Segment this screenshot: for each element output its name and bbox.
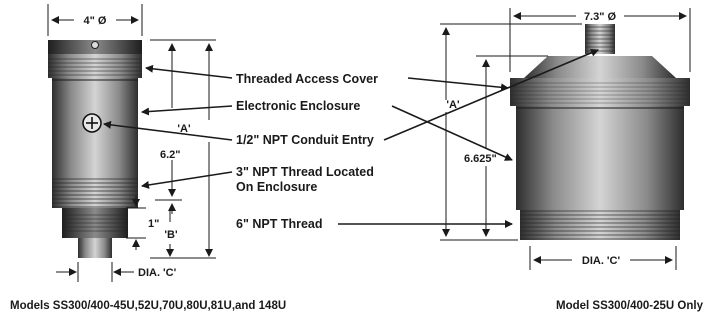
left-height-a-dim: 'A' bbox=[155, 39, 191, 201]
right-caption: Model SS300/400-25U Only bbox=[556, 300, 704, 312]
left-diameter-dim: 4" Ø bbox=[47, 4, 143, 36]
callout-threaded-access-cover: Threaded Access Cover bbox=[145, 64, 509, 92]
left-diameter-label: 4" Ø bbox=[84, 15, 107, 27]
left-sensor-body bbox=[48, 40, 142, 258]
callout-electronic-enclosure: Electronic Enclosure bbox=[141, 99, 513, 161]
left-caption: Models SS300/400-45U,52U,70U,80U,81U,and… bbox=[10, 300, 286, 312]
callout-threaded-access-cover-label: Threaded Access Cover bbox=[236, 72, 378, 86]
conduit-entry-icon bbox=[82, 113, 102, 133]
right-overall-height-label: 6.625" bbox=[464, 153, 497, 165]
left-overall-height-label: 6.2" bbox=[160, 149, 181, 161]
right-dia-c-dim: DIA. 'C' bbox=[529, 246, 677, 270]
left-dia-c-dim: DIA. 'C' bbox=[56, 262, 177, 282]
left-thread-length-dim: 1" 'B' bbox=[126, 196, 178, 257]
right-sensor-body bbox=[510, 24, 690, 240]
right-height-a-label: 'A' bbox=[446, 99, 460, 111]
callout-3in-npt-line2: On Enclosure bbox=[236, 180, 317, 194]
right-diameter-label: 7.3" Ø bbox=[584, 11, 617, 23]
callout-electronic-enclosure-label: Electronic Enclosure bbox=[236, 99, 360, 113]
right-overall-height-dim: 'A' bbox=[440, 23, 582, 241]
right-mid-height-dim: 6.625" bbox=[464, 55, 548, 237]
left-height-a-label: 'A' bbox=[177, 123, 191, 135]
callout-3in-npt-thread: 3" NPT Thread Located On Enclosure bbox=[141, 165, 374, 194]
callout-6in-npt-label: 6" NPT Thread bbox=[236, 217, 323, 231]
right-diameter-dim: 7.3" Ø bbox=[509, 8, 691, 72]
left-thread-length-label: 1" bbox=[148, 218, 159, 230]
right-dia-c-label: DIA. 'C' bbox=[582, 255, 621, 267]
left-height-b-label: 'B' bbox=[164, 229, 178, 241]
callout-conduit-entry: 1/2" NPT Conduit Entry bbox=[103, 49, 599, 147]
callout-6in-npt-thread: 6" NPT Thread bbox=[236, 217, 513, 231]
callout-3in-npt-line1: 3" NPT Thread Located bbox=[236, 165, 374, 179]
callout-conduit-entry-label: 1/2" NPT Conduit Entry bbox=[236, 133, 374, 147]
left-overall-height-dim: 6.2" bbox=[150, 39, 216, 259]
left-dia-c-label: DIA. 'C' bbox=[138, 267, 177, 279]
